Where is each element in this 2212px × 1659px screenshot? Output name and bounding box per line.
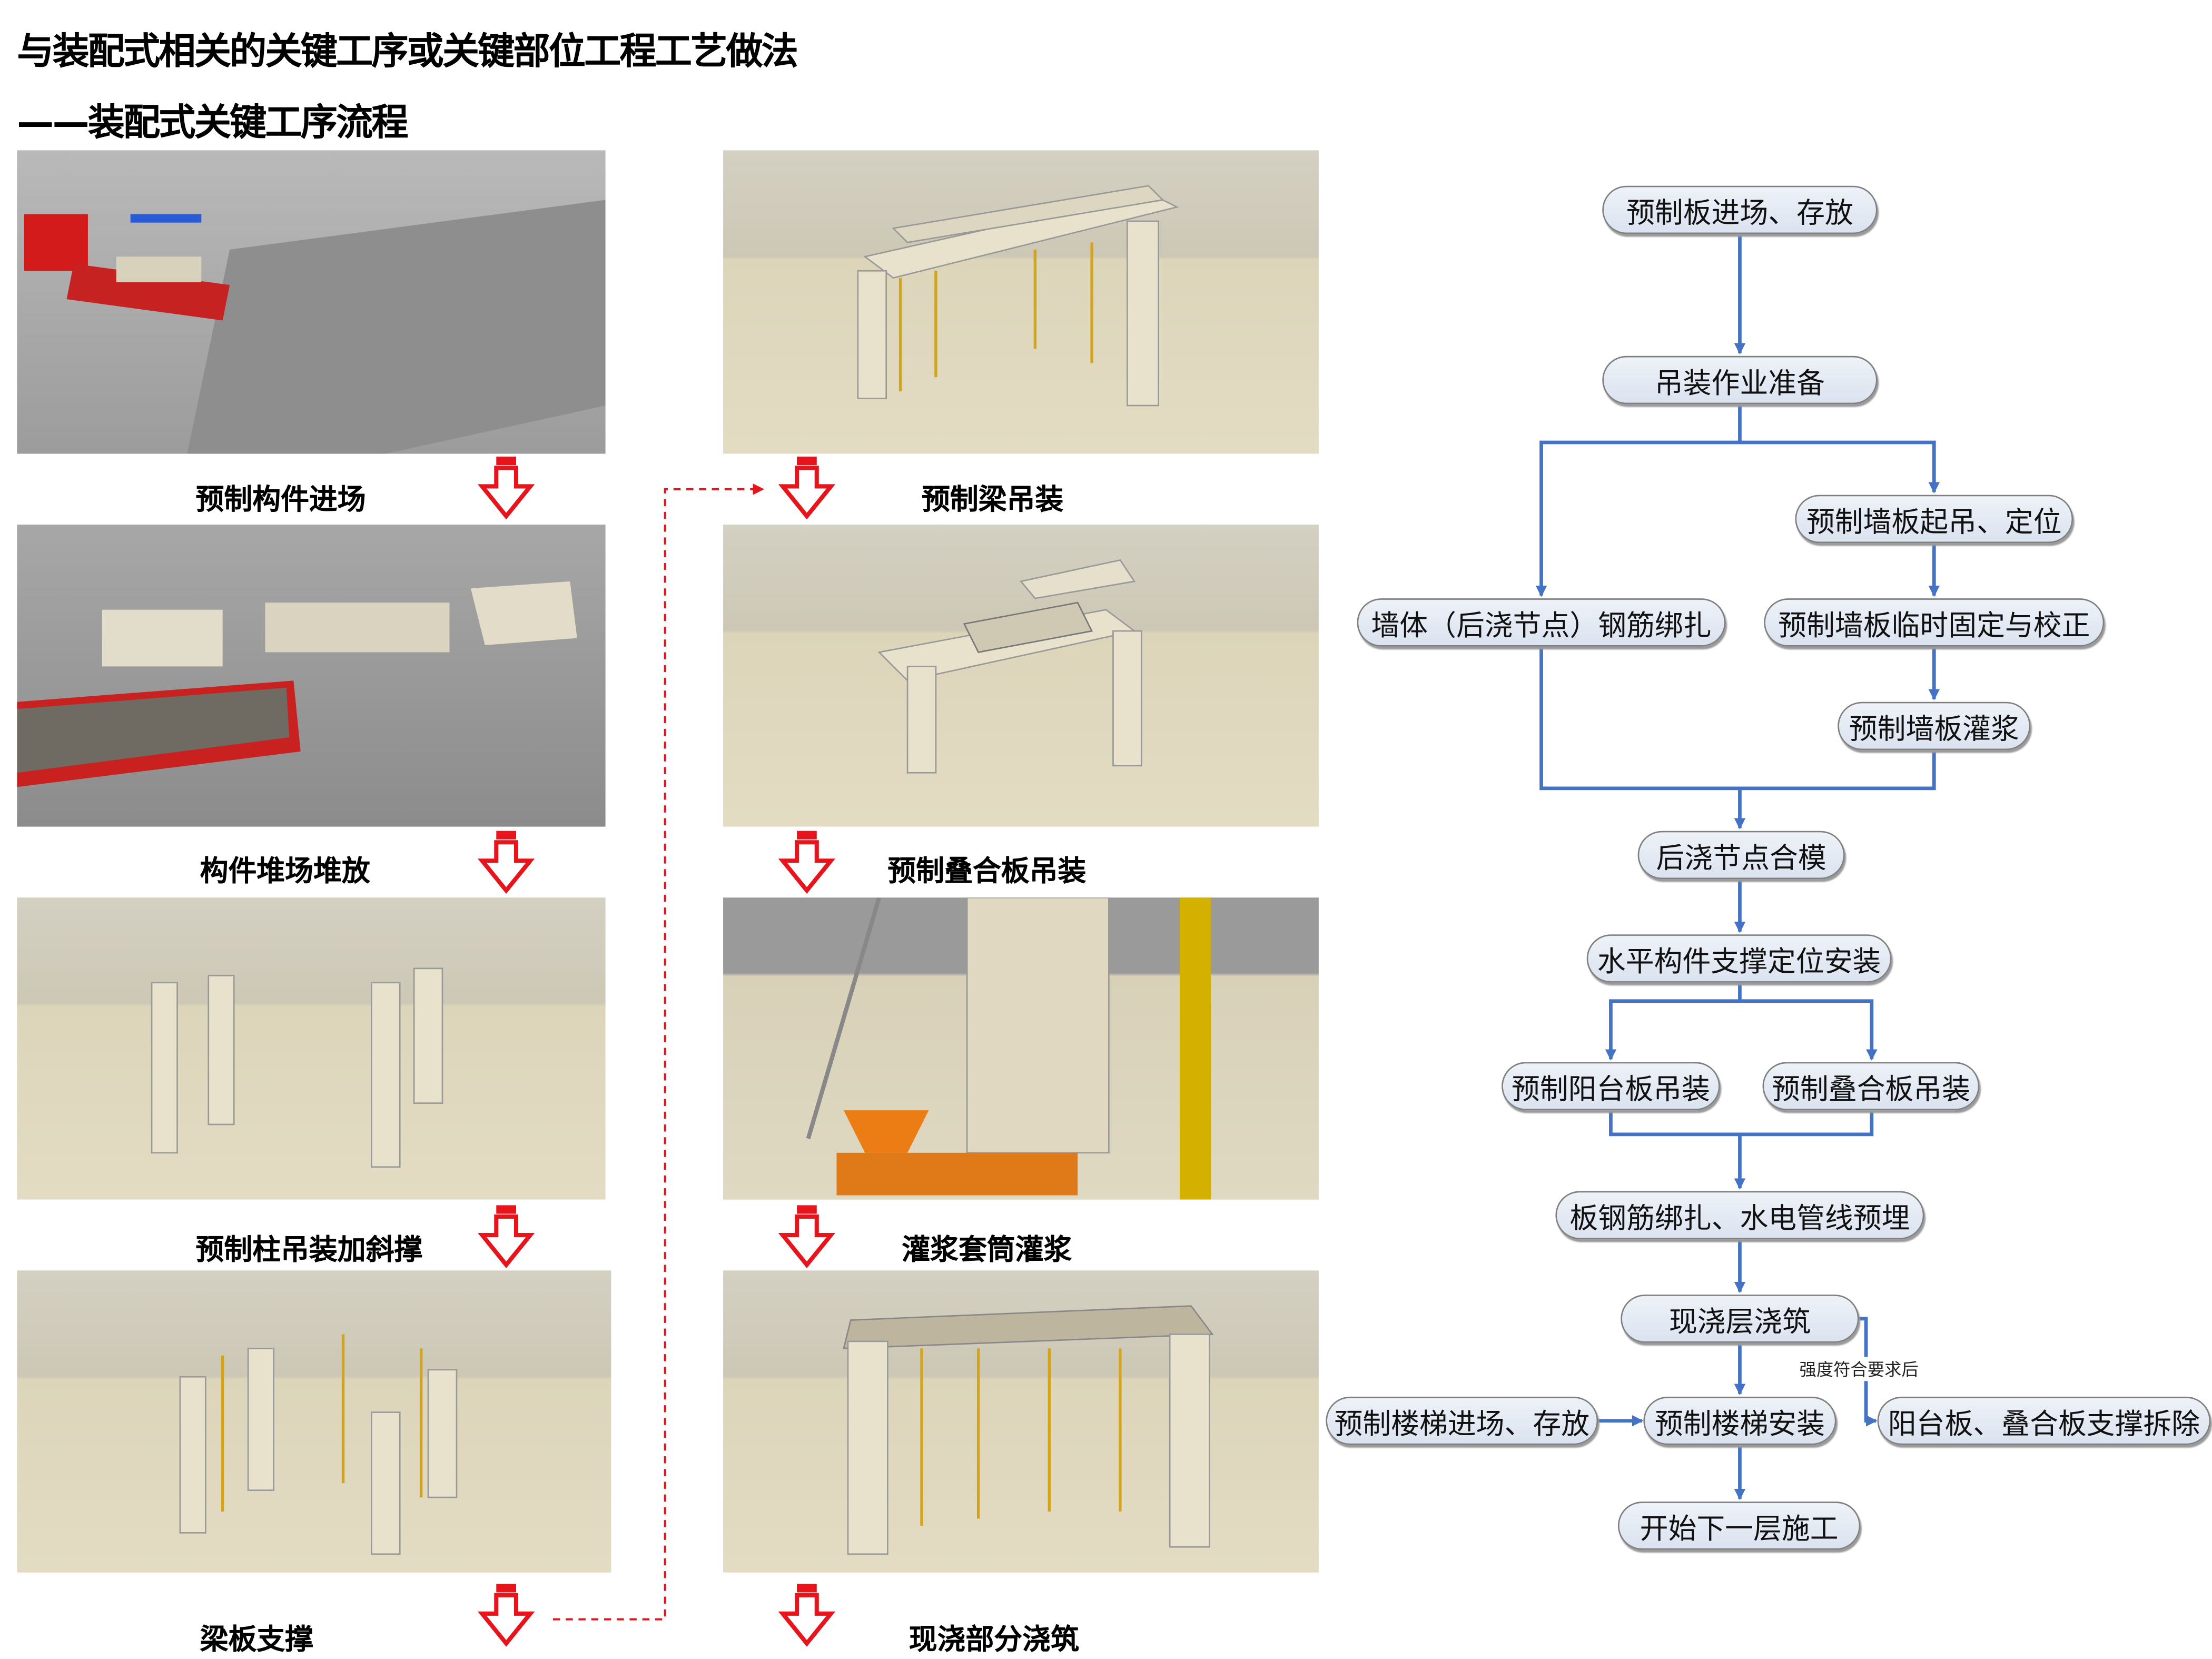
photo-composite-slab-hoisting: [723, 525, 1319, 827]
connector: [1605, 984, 1742, 1061]
connector: [1740, 440, 1940, 493]
flow-node-stair-arrival: 预制楼梯进场、存放: [1326, 1396, 1598, 1445]
step-caption-grouting: 灌浆套筒灌浆: [902, 1232, 1072, 1267]
step-caption-component-arrival: 预制构件进场: [195, 482, 366, 516]
flow-node-wall-rebar: 墙体（后浇节点）钢筋绑扎: [1357, 598, 1726, 647]
flow-node-wall-grouting: 预制墙板灌浆: [1838, 702, 2031, 750]
flow-node-support-removal: 阳台板、叠合板支撑拆除: [1877, 1396, 2211, 1445]
page-subtitle: ——装配式关键工序流程: [17, 102, 408, 145]
step-caption-beam-hoisting: 预制梁吊装: [921, 482, 1064, 516]
flow-node-slab-hoisting: 预制叠合板吊装: [1762, 1062, 1980, 1111]
flow-node-formwork: 后浇节点合模: [1637, 831, 1845, 880]
dashed-transition-line: [552, 483, 765, 1621]
flow-node-wall-lifting: 预制墙板起吊、定位: [1795, 495, 2073, 544]
flow-node-support-install: 水平构件支撑定位安装: [1586, 934, 1892, 983]
flow-node-wall-fixing: 预制墙板临时固定与校正: [1764, 598, 2105, 647]
connector: [1539, 648, 1936, 791]
step-caption-cast-pour: 现浇部分浇筑: [908, 1622, 1079, 1656]
photo-column-hoisting: [17, 897, 606, 1200]
flow-node-next-floor: 开始下一层施工: [1617, 1502, 1861, 1550]
photo-beam-hoisting: [723, 150, 1319, 454]
flow-node-pour: 现浇层浇筑: [1621, 1295, 1859, 1343]
step-caption-slab-hoisting: 预制叠合板吊装: [887, 853, 1087, 888]
connector: [1535, 405, 1742, 597]
page-title: 与装配式相关的关键工序或关键部位工程工艺做法: [17, 31, 798, 74]
photo-grouting: [723, 897, 1319, 1200]
flow-node-panel-arrival: 预制板进场、存放: [1602, 185, 1878, 234]
flow-node-slab-rebar: 板钢筋绑扎、水电管线预埋: [1555, 1191, 1924, 1240]
photo-cast-in-place-pour: [723, 1270, 1319, 1573]
photo-yard-storage: [17, 525, 606, 827]
connector: [1609, 1111, 1874, 1137]
step-caption-column-hoisting: 预制柱吊装加斜撑: [195, 1232, 423, 1267]
step-caption-beam-slab-support: 梁板支撑: [200, 1622, 313, 1656]
condition-label: 强度符合要求后: [1796, 1357, 1922, 1381]
photo-component-arrival: [17, 150, 606, 454]
flow-node-balcony-hoisting: 预制阳台板吊装: [1502, 1062, 1720, 1111]
flow-node-stair-install: 预制楼梯安装: [1643, 1396, 1836, 1445]
step-caption-yard-storage: 构件堆场堆放: [200, 853, 370, 888]
connector: [1740, 999, 1878, 1061]
photo-beam-slab-support: [17, 1270, 611, 1573]
flow-node-hoisting-prep: 吊装作业准备: [1602, 355, 1878, 404]
